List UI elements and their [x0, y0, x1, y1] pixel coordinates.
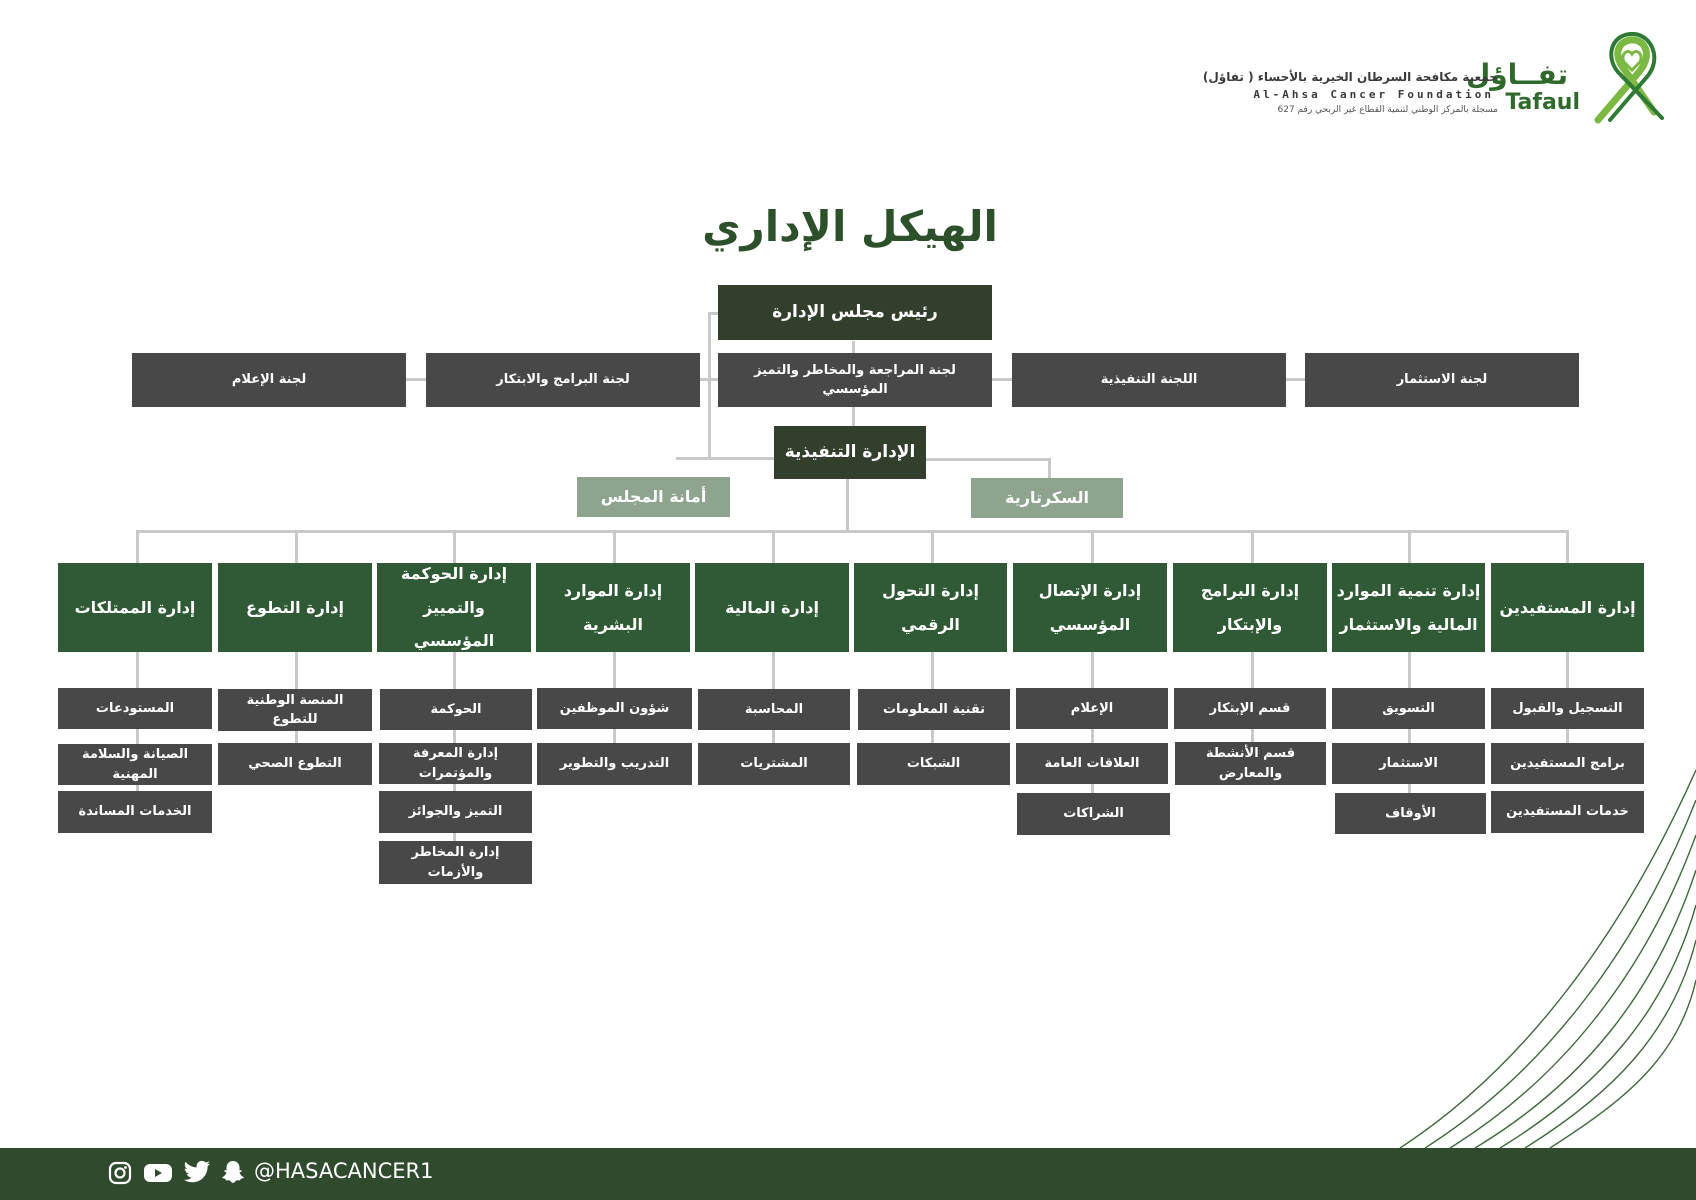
dept-programs-innovation: إدارة البرامج والإبتكار — [1173, 563, 1327, 652]
unit-box: التدريب والتطوير — [537, 743, 692, 785]
page-title: الهيكل الإداري — [702, 202, 998, 251]
dept-governance: إدارة الحوكمة والتمييز المؤسسي — [377, 563, 531, 652]
committee-programs: لجنة البرامج والابتكار — [426, 353, 700, 407]
unit-box: التطوع الصحي — [218, 743, 372, 785]
unit-box: إدارة المعرفة والمؤتمرات — [379, 743, 532, 784]
org-english-name: Al-Ahsa Cancer Foundation — [1253, 88, 1494, 101]
twitter-icon[interactable] — [183, 1160, 211, 1184]
unit-box: المشتريات — [698, 743, 850, 785]
ribbon-logo-icon — [1594, 32, 1664, 124]
decorative-curves — [1399, 769, 1696, 1149]
unit-box: الاستثمار — [1332, 743, 1485, 784]
committee-media: لجنة الإعلام — [132, 353, 406, 407]
unit-box: تقنية المعلومات — [858, 689, 1010, 730]
logo-english-name: Tafaul — [1505, 90, 1580, 115]
unit-box: خدمات المستفيدين — [1491, 791, 1644, 833]
logo-arabic-name: تفــاؤل — [1465, 58, 1568, 91]
unit-box: الأوقاف — [1335, 793, 1486, 834]
unit-box: الحوكمة — [380, 689, 532, 730]
snapchat-icon[interactable] — [220, 1159, 246, 1185]
unit-box: إدارة المخاطر والأزمات — [379, 841, 532, 884]
unit-box: التسويق — [1332, 688, 1485, 729]
secretariat-box: السكرتارية — [971, 478, 1123, 518]
dept-properties: إدارة الممتلكات — [58, 563, 212, 652]
dept-digital-transformation: إدارة التحول الرقمي — [854, 563, 1007, 652]
dept-finance: إدارة المالية — [695, 563, 849, 652]
dept-corporate-communication: إدارة الإتصال المؤسسي — [1013, 563, 1167, 652]
unit-box: الصيانة والسلامة المهنية — [58, 744, 212, 785]
youtube-icon[interactable] — [143, 1161, 173, 1185]
registration-text: مسجلة بالمركز الوطني لتنمية القطاع غير ا… — [1277, 105, 1498, 115]
unit-box: المنصة الوطنية للتطوع — [218, 689, 372, 731]
committee-investment: لجنة الاستثمار — [1305, 353, 1579, 407]
unit-box: قسم الإبتكار — [1174, 688, 1326, 729]
unit-box: التسجيل والقبول — [1491, 688, 1644, 729]
chairman-box: رئيس مجلس الإدارة — [718, 285, 992, 340]
dept-beneficiaries: إدارة المستفيدين — [1491, 563, 1644, 652]
instagram-icon[interactable] — [108, 1161, 132, 1185]
unit-box: الشبكات — [857, 743, 1010, 785]
unit-box: الخدمات المساندة — [58, 791, 212, 833]
committee-executive: اللجنة التنفيذية — [1012, 353, 1286, 407]
unit-box: العلاقات العامة — [1016, 743, 1168, 784]
footer-bar — [0, 1148, 1696, 1200]
unit-box: التميز والجوائز — [379, 791, 532, 833]
dept-volunteering: إدارة التطوع — [218, 563, 372, 652]
unit-box: الشراكات — [1017, 793, 1170, 835]
unit-box: برامج المستفيدين — [1491, 743, 1644, 784]
org-arabic-name: جمعية مكافحة السرطان الخيرية بالأحساء ( … — [1202, 70, 1498, 84]
foundation-logo: تفــاؤل Tafaul جمعية مكافحة السرطان الخي… — [1203, 32, 1670, 124]
unit-box: المستودعات — [58, 688, 212, 729]
unit-box: المحاسبة — [698, 689, 850, 730]
unit-box: الإعلام — [1016, 688, 1168, 729]
committee-audit-risk: لجنة المراجعة والمخاطر والتميز المؤسسي — [718, 353, 992, 407]
unit-box: شؤون الموظفين — [537, 688, 692, 729]
dept-human-resources: إدارة الموارد البشرية — [536, 563, 690, 652]
board-secretariat-box: أمانة المجلس — [577, 477, 730, 517]
executive-box: الإدارة التنفيذية — [774, 426, 926, 479]
unit-box: قسم الأنشطة والمعارض — [1175, 742, 1326, 785]
social-handle[interactable]: @HASACANCER1 — [254, 1159, 434, 1183]
dept-resource-development: إدارة تنمية الموارد المالية والاستثمار — [1332, 563, 1485, 652]
